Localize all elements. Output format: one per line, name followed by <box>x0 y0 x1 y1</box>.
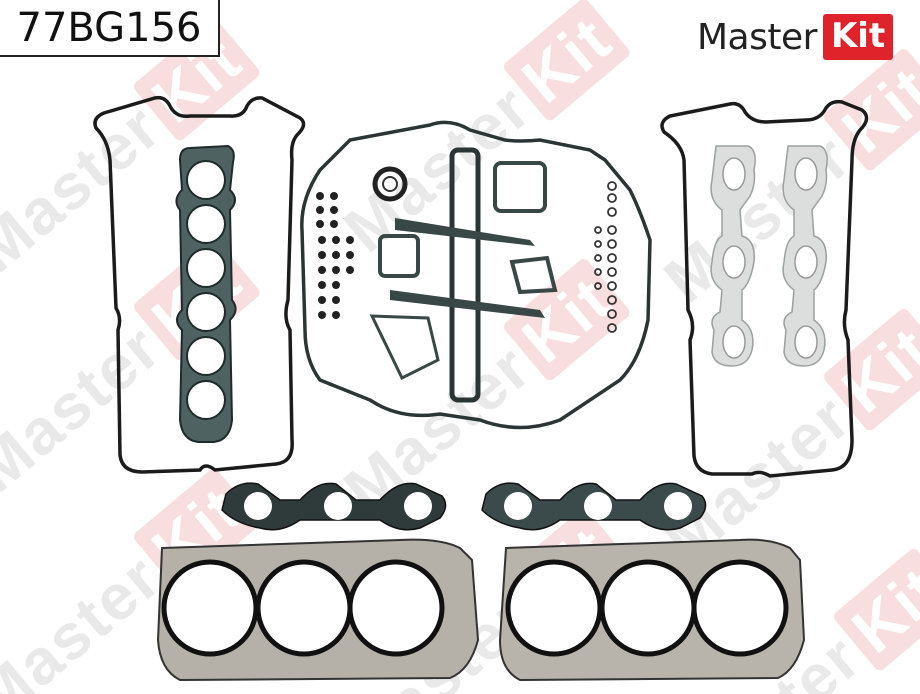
head-gasket-right <box>498 538 806 682</box>
upper-intake-plenum-gasket-set <box>300 120 652 430</box>
valve-cover-gasket-right <box>660 99 869 478</box>
intake-gasket-six-port <box>175 144 237 443</box>
head-gasket-left <box>156 538 480 682</box>
valve-cover-gasket-left <box>93 95 306 474</box>
brand-name-kit-badge: Kit <box>822 14 894 60</box>
brand-logo: Master Kit <box>697 14 894 60</box>
part-number: 77BG156 <box>16 4 202 51</box>
exhaust-manifold-gaskets <box>710 145 828 367</box>
part-number-label: 77BG156 <box>0 0 220 57</box>
intake-manifold-gasket-right <box>481 482 707 531</box>
brand-name-master: Master <box>697 16 817 58</box>
intake-manifold-gasket-left <box>221 482 447 531</box>
